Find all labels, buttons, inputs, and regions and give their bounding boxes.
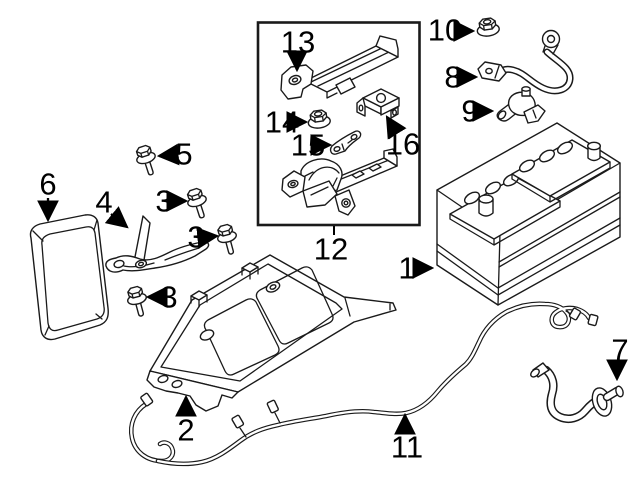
bolt-3b-drawing	[214, 222, 242, 258]
callout-label[interactable]: 4	[95, 185, 112, 220]
callout-label[interactable]: 10	[428, 13, 462, 48]
callout-label[interactable]: 15	[291, 128, 325, 163]
callout-1[interactable]: 1	[398, 251, 435, 286]
wiring-harness-drawing	[128, 301, 599, 467]
nut-14-drawing	[306, 108, 332, 131]
callout-label[interactable]: 3	[160, 280, 177, 315]
battery-drawing	[436, 122, 621, 306]
callout-label[interactable]: 1	[398, 251, 415, 286]
callout-3c[interactable]: 3	[145, 280, 178, 315]
callout-arrow	[104, 206, 129, 229]
callout-5[interactable]: 5	[156, 137, 193, 172]
battery-post-front	[478, 198, 494, 217]
callout-7[interactable]: 7	[606, 333, 629, 382]
callout-12[interactable]: 12	[314, 226, 348, 267]
bolt-5-drawing	[132, 142, 162, 179]
callout-13[interactable]: 13	[281, 25, 315, 73]
callout-label[interactable]: 3	[187, 220, 204, 255]
support-bracket-drawing	[280, 35, 399, 100]
mounting-bracket-drawing	[356, 88, 400, 119]
harness-connector	[231, 414, 245, 429]
callout-label[interactable]: 11	[391, 430, 423, 465]
battery-sensor-drawing	[496, 86, 546, 124]
callout-10[interactable]: 10	[428, 13, 476, 48]
harness-connector	[587, 313, 599, 327]
fusible-link-drawing	[329, 130, 362, 155]
vent-tube-drawing	[530, 362, 624, 423]
inset-box	[256, 21, 421, 227]
harness-connector	[140, 392, 154, 407]
bolt-3a-drawing	[183, 185, 213, 222]
callout-label[interactable]: 8	[444, 60, 461, 95]
callout-2[interactable]: 2	[175, 394, 197, 448]
callout-label[interactable]: 9	[461, 94, 478, 129]
harness-connector	[568, 307, 582, 321]
battery-tray-drawing	[146, 254, 397, 412]
callout-label[interactable]: 14	[265, 105, 299, 140]
callout-4[interactable]: 4	[95, 185, 129, 229]
fuse-holder-assembly-drawing	[281, 148, 398, 216]
callout-label[interactable]: 6	[39, 167, 56, 202]
callout-label[interactable]: 3	[155, 184, 172, 219]
callout-label[interactable]: 13	[281, 25, 315, 60]
ground-cable-drawing	[477, 29, 574, 95]
callout-6[interactable]: 6	[37, 167, 59, 223]
callout-label[interactable]: 5	[175, 137, 192, 172]
callout-11[interactable]: 11	[391, 412, 423, 465]
callout-arrow	[385, 115, 407, 140]
callout-label[interactable]: 2	[177, 413, 194, 448]
callout-label[interactable]: 12	[314, 232, 348, 267]
callout-8[interactable]: 8	[444, 60, 479, 95]
hold-down-bracket-drawing	[105, 215, 210, 273]
callout-3b[interactable]: 3	[187, 220, 220, 255]
callout-9[interactable]: 9	[461, 94, 495, 129]
callout-3a[interactable]: 3	[155, 184, 189, 219]
callout-arrow	[156, 143, 180, 166]
callouts: 1 2 3 3 3 4 5 6	[37, 13, 629, 465]
callout-16[interactable]: 16	[385, 115, 420, 162]
callout-15[interactable]: 15	[291, 128, 333, 163]
bolt-3c-drawing	[124, 284, 152, 320]
callout-label[interactable]: 7	[611, 333, 628, 368]
callout-14[interactable]: 14	[265, 105, 309, 140]
battery-cover-drawing	[29, 214, 109, 341]
callout-label[interactable]: 16	[386, 127, 420, 162]
callout-arrow	[196, 227, 220, 249]
nut-10-drawing	[475, 16, 501, 39]
harness-connector	[266, 399, 279, 414]
